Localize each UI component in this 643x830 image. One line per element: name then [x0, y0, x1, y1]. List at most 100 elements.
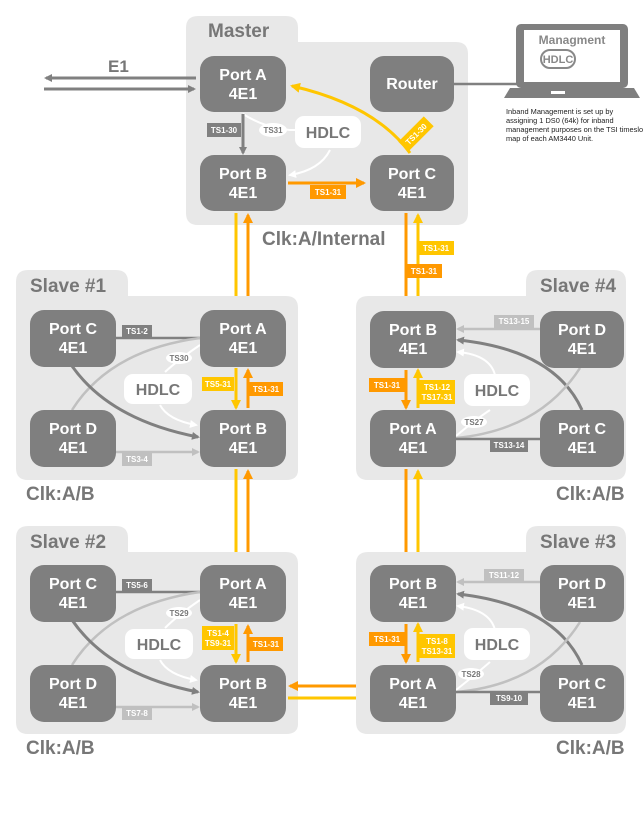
slave1-port-a[interactable]: Port A 4E1: [200, 310, 286, 367]
svg-text:HDLC: HDLC: [475, 637, 520, 654]
slave1-port-c[interactable]: Port C 4E1: [30, 310, 116, 367]
laptop-trackpad: [551, 91, 565, 94]
svg-text:4E1: 4E1: [59, 695, 88, 712]
slave4-a-to-b-label-bg: [419, 380, 455, 404]
slave2-hdlc-ts-bubble: [166, 607, 192, 619]
slave3-c-label: TS9-10: [496, 694, 523, 703]
slave1-c-label-bg: [122, 325, 152, 338]
svg-text:4E1: 4E1: [568, 695, 597, 712]
slave2-c-to-b-arrow: [70, 619, 200, 695]
slave1-hdlc-ts-bubble: [166, 352, 192, 364]
slave1-a-to-b-label: TS5-31: [205, 380, 232, 389]
svg-text:HDLC: HDLC: [137, 637, 182, 654]
svg-text:4E1: 4E1: [229, 595, 258, 612]
slave1-d-curve: [70, 336, 201, 411]
slave4-title: Slave #4: [540, 276, 616, 297]
master-clock: Clk:A/Internal: [262, 229, 386, 250]
slave4-clock: Clk:A/B: [556, 484, 625, 505]
svg-text:4E1: 4E1: [568, 440, 597, 457]
slave2-port-d[interactable]: Port D 4E1: [30, 665, 116, 722]
master-port-c[interactable]: Port C 4E1: [370, 155, 454, 211]
svg-text:Port A: Port A: [389, 421, 437, 438]
svg-text:Port A: Port A: [389, 676, 437, 693]
master-a-to-b-label: TS1-30: [211, 126, 238, 135]
slave3-d-label: TS11-12: [489, 571, 520, 580]
slave1-b-to-a-label-bg: [249, 382, 283, 396]
svg-text:Port A: Port A: [219, 67, 267, 84]
slave3-port-c[interactable]: Port C 4E1: [540, 665, 624, 722]
master-hdlc-arrow: [288, 149, 331, 178]
slave2-port-c[interactable]: Port C 4E1: [30, 565, 116, 622]
slave2-a-to-b-label-bg: [202, 626, 234, 650]
master-port-b[interactable]: Port B 4E1: [200, 155, 286, 211]
slave4-port-c[interactable]: Port C 4E1: [540, 410, 624, 467]
slave3-b-to-a-label: TS1-31: [374, 635, 401, 644]
master-b-to-c-label-bg: [310, 185, 346, 199]
svg-text:Port D: Port D: [558, 322, 606, 339]
svg-text:Port B: Port B: [389, 322, 437, 339]
slave3-port-a[interactable]: Port A 4E1: [370, 665, 456, 722]
slave3-d-label-bg: [484, 569, 524, 582]
slave4-hdlc-ts-bubble: [461, 416, 487, 428]
slave4-hdlc-arrow: [456, 348, 496, 376]
slave2-clock: Clk:A/B: [26, 738, 95, 759]
master-b-to-c-label: TS1-31: [315, 188, 342, 197]
slave1-d-label-bg: [122, 453, 152, 466]
management-note: Inband Management is set up by assigning…: [506, 107, 643, 143]
slave1-port-b[interactable]: Port B 4E1: [200, 410, 286, 467]
slave4-port-a[interactable]: Port A 4E1: [370, 410, 456, 467]
slave2-a-to-b-label-1: TS1-4: [207, 629, 229, 638]
svg-text:4E1: 4E1: [229, 340, 258, 357]
svg-text:Port B: Port B: [219, 676, 267, 693]
slave4-d-label-bg: [494, 315, 534, 328]
svg-text:4E1: 4E1: [229, 695, 258, 712]
slave3-hdlc-ts: TS28: [461, 670, 481, 679]
svg-text:Port B: Port B: [219, 421, 267, 438]
slave3-title: Slave #3: [540, 532, 616, 553]
slave4-c-label-bg: [490, 439, 528, 452]
svg-text:4E1: 4E1: [399, 595, 428, 612]
slave4-port-b[interactable]: Port B 4E1: [370, 311, 456, 368]
master-hdlc-ts: TS31: [263, 126, 283, 135]
slave2-hdlc-arrow: [159, 659, 198, 683]
svg-text:Port C: Port C: [49, 321, 97, 338]
svg-text:Port C: Port C: [558, 421, 606, 438]
slave1-c-label: TS1-2: [126, 327, 148, 336]
slave3-port-d[interactable]: Port D 4E1: [540, 565, 624, 622]
svg-text:4E1: 4E1: [399, 440, 428, 457]
slave2-d-curve: [70, 590, 201, 666]
slave4-c-to-b-arrow: [456, 336, 584, 411]
slave3-a-to-b-label-2: TS13-31: [422, 647, 453, 656]
slave3-hdlc-arrow: [456, 602, 496, 631]
svg-text:4E1: 4E1: [59, 595, 88, 612]
master-port-a[interactable]: Port A 4E1: [200, 56, 286, 112]
master-title: Master: [208, 21, 270, 42]
slave1-port-d[interactable]: Port D 4E1: [30, 410, 116, 467]
master-a-to-b-label-bg: [207, 123, 241, 137]
svg-text:4E1: 4E1: [229, 440, 258, 457]
management-hdlc-pill: [540, 49, 576, 69]
svg-text:4E1: 4E1: [398, 185, 427, 202]
slave1-hdlc-box: HDLC: [124, 374, 192, 404]
master-hdlc-ts-bubble: [259, 123, 287, 137]
slave2-port-a[interactable]: Port A 4E1: [200, 565, 286, 622]
svg-text:Port D: Port D: [49, 421, 97, 438]
slave4-a-to-b-label-1: TS1-12: [424, 383, 451, 392]
master-router[interactable]: Router: [370, 56, 454, 112]
svg-text:Port A: Port A: [219, 576, 267, 593]
slave3-port-b[interactable]: Port B 4E1: [370, 565, 456, 622]
svg-text:Port C: Port C: [388, 166, 436, 183]
slave2-c-label-bg: [122, 579, 152, 592]
management-hdlc: HDLC: [543, 54, 574, 66]
svg-text:4E1: 4E1: [399, 695, 428, 712]
slave4-port-d[interactable]: Port D 4E1: [540, 311, 624, 368]
slave4-hdlc-box: HDLC: [464, 374, 530, 406]
slave2-b-to-a-label: TS1-31: [253, 640, 280, 649]
slave2-d-label: TS7-8: [126, 709, 148, 718]
svg-text:Port A: Port A: [219, 321, 267, 338]
slave2-port-b[interactable]: Port B 4E1: [200, 665, 286, 722]
slave2-hdlc-ts: TS29: [169, 609, 189, 618]
svg-text:Port C: Port C: [49, 576, 97, 593]
slave1-hdlc-ts: TS30: [169, 354, 189, 363]
slave2-d-label-bg: [122, 707, 152, 720]
